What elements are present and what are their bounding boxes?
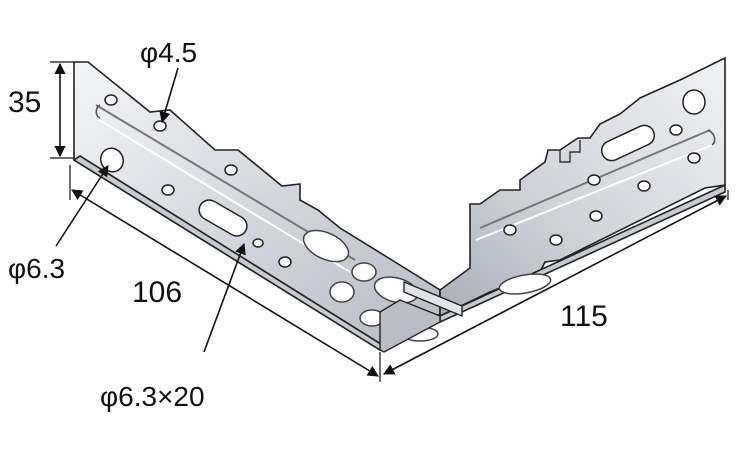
left-hole-top-1: [104, 94, 118, 106]
right-hole-mid-3: [589, 210, 603, 222]
label-phi45: φ4.5: [140, 37, 197, 68]
right-arm-plate: [439, 56, 726, 318]
left-hole-phi45: [153, 120, 167, 132]
right-hole-mid-2: [637, 180, 651, 192]
left-arm: [72, 61, 441, 352]
right-hole-top-2: [587, 174, 601, 186]
dimension-115: [383, 190, 729, 375]
right-slot: [600, 124, 656, 162]
left-relief-3: [351, 262, 377, 282]
right-hole-mid-1: [687, 152, 701, 164]
left-arm-plate: [73, 61, 441, 351]
dimension-106: [69, 165, 381, 382]
left-hole-top-3: [224, 164, 238, 176]
right-arm: [401, 56, 726, 342]
right-arm-rib-end: [707, 129, 716, 146]
dim-115-line: [383, 195, 727, 375]
label-115: 115: [560, 300, 608, 333]
right-hole-mid-5: [549, 234, 563, 246]
label-35: 35: [8, 86, 41, 119]
leader-phi45: [159, 67, 179, 124]
leader-slot: [203, 242, 246, 353]
right-hole-mid-4: [503, 224, 517, 236]
dimension-35: [50, 61, 74, 159]
label-phi63x20: φ6.3×20: [100, 381, 205, 412]
right-hole-large-top: [682, 89, 706, 115]
left-arm-rib-end: [95, 104, 101, 119]
dim-106-line: [71, 189, 379, 377]
right-hole-top-1: [669, 124, 683, 136]
label-106: 106: [132, 276, 182, 309]
left-hole-mid-3: [252, 238, 264, 248]
right-arm-notch: [559, 140, 581, 163]
left-relief-2: [329, 281, 355, 303]
left-hole-mid-2: [278, 256, 292, 268]
leader-phi63: [55, 165, 109, 247]
left-hole-mid-1: [161, 184, 175, 196]
label-phi63: φ6.3: [8, 253, 65, 284]
